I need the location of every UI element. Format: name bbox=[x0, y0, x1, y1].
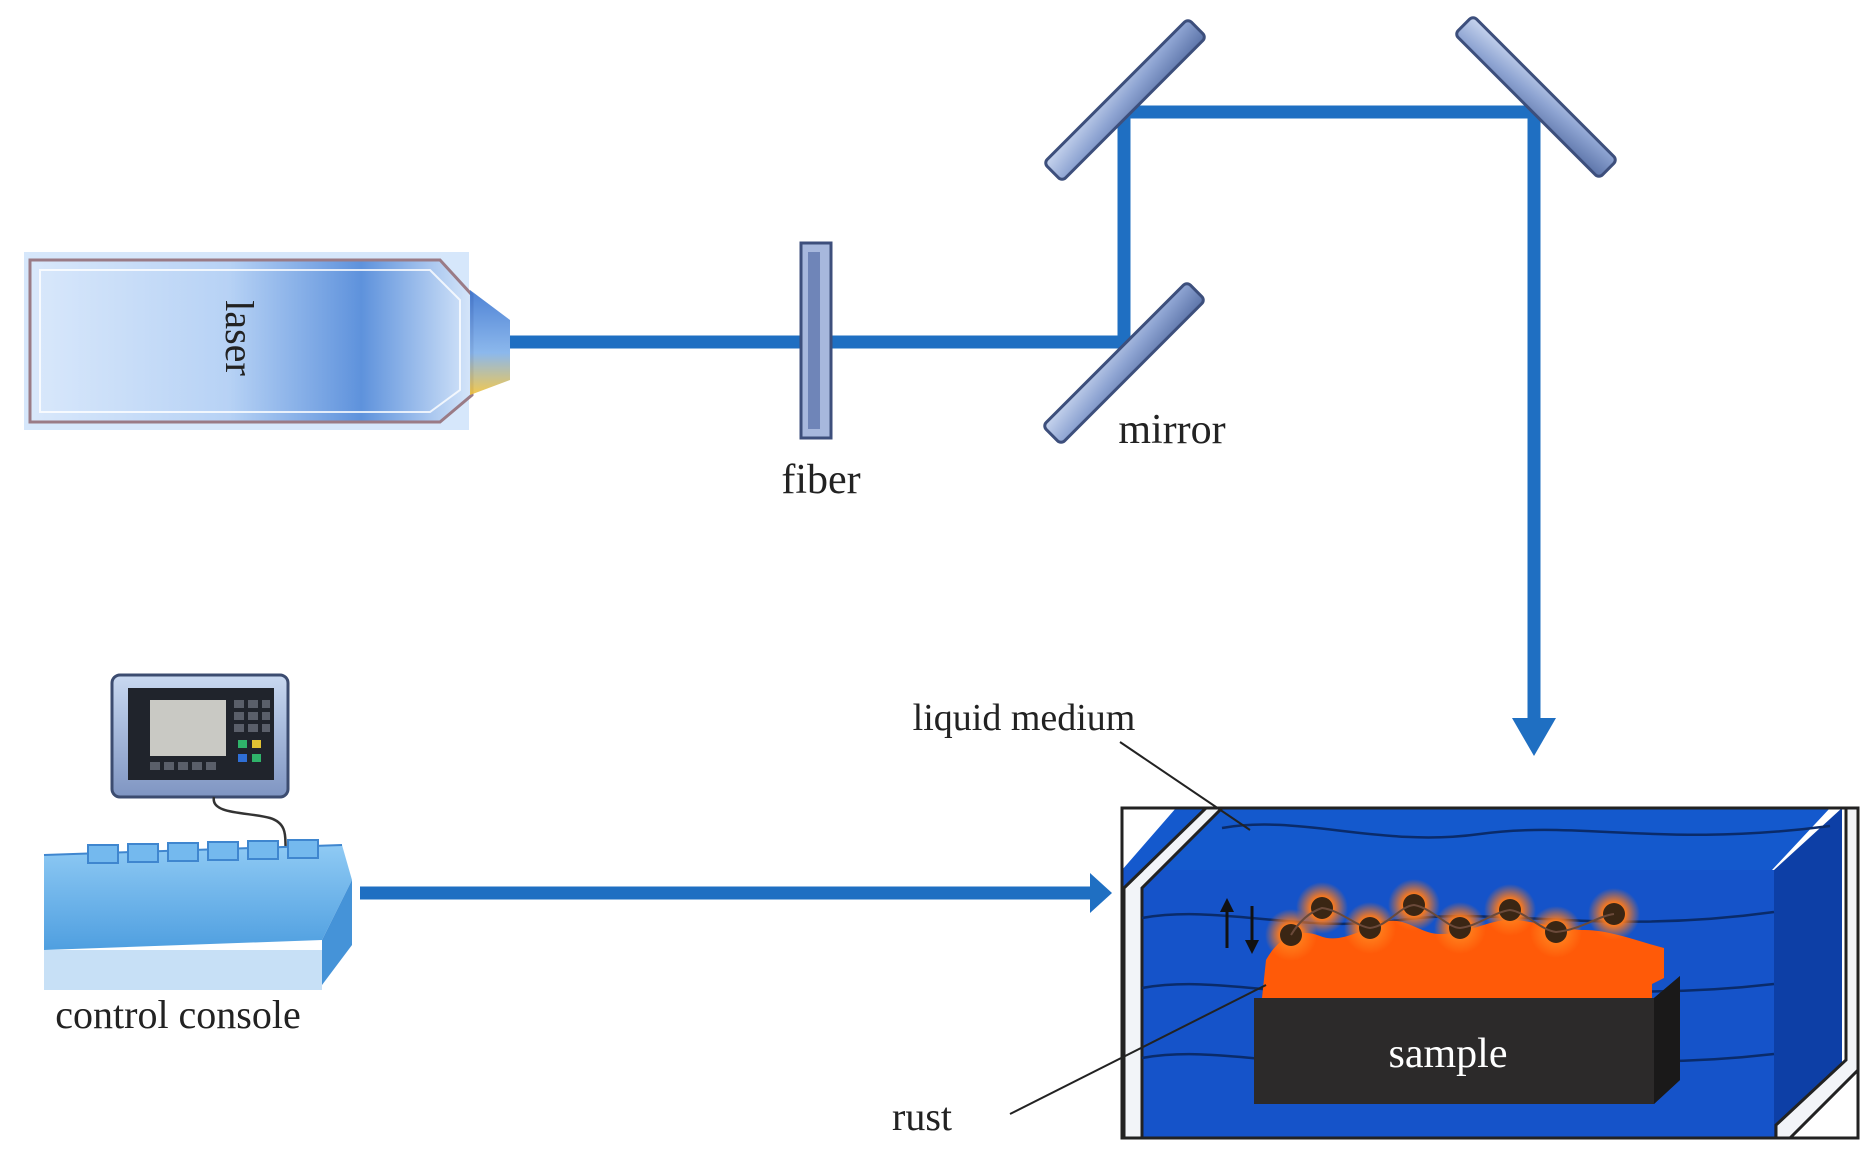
mirror-upper-right bbox=[1455, 16, 1617, 178]
mirror-label: mirror bbox=[1118, 407, 1225, 453]
laser-beam-path bbox=[510, 105, 1556, 756]
vibration-arrows-icon bbox=[1220, 898, 1259, 954]
fiber-label: fiber bbox=[781, 457, 860, 503]
sample-label: sample bbox=[1389, 1031, 1508, 1077]
laser-label: laser bbox=[217, 300, 262, 376]
control-monitor bbox=[110, 673, 290, 851]
laser-source: laser bbox=[24, 252, 510, 430]
rust-label: rust bbox=[892, 1094, 952, 1139]
control-console-label: control console bbox=[55, 992, 301, 1037]
mirror-lower bbox=[1043, 282, 1205, 444]
control-console-body: control console bbox=[43, 839, 352, 1037]
console-to-tank-arrow bbox=[360, 873, 1112, 913]
fiber-component: fiber bbox=[781, 241, 861, 503]
mirror-upper-left bbox=[1044, 19, 1206, 181]
sample-block: sample bbox=[1254, 976, 1680, 1104]
rust-leader-line bbox=[1009, 984, 1267, 1115]
beam-arrowhead bbox=[1512, 718, 1556, 756]
liquid-medium-leader-line bbox=[1119, 741, 1251, 831]
rust-particles bbox=[1265, 879, 1640, 961]
liquid-medium-label: liquid medium bbox=[913, 697, 1136, 739]
